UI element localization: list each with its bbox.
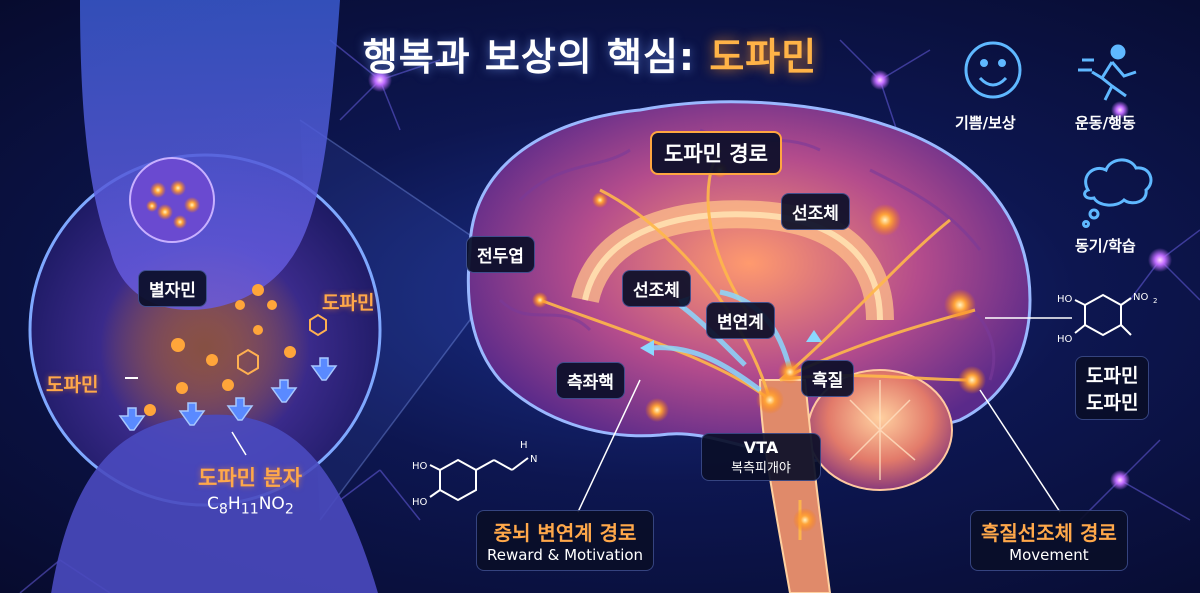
right-dopamine-labels: 도파민 도파민 <box>1075 356 1150 420</box>
icon-label-joy: 기쁨/보상 <box>955 114 1016 132</box>
mesolimbic-title: 중뇌 변연계 경로 <box>493 521 637 545</box>
title-prefix: 행복과 보상의 핵심: <box>362 35 710 79</box>
icon-label-movement: 운동/행동 <box>1075 114 1136 132</box>
vta-subtitle: 복측피개야 <box>731 461 791 476</box>
molecule-label: 도파민 분자 <box>198 466 302 490</box>
chemical-formula: C8H11NO2 <box>207 494 294 518</box>
thought-cloud-icon <box>1082 158 1153 228</box>
nigrostriatal-pathway-label: 흑질선조체 경로 Movement <box>970 510 1128 571</box>
left-atom-ho-bottom: HO <box>412 497 428 508</box>
title-highlight: 도파민 <box>709 35 818 79</box>
mesolimbic-pathway-label: 중뇌 변연계 경로 Reward & Motivation <box>476 510 655 571</box>
right-atom-ho-top: HO <box>1057 294 1073 305</box>
right-dopamine-label-2: 도파민 <box>1086 392 1139 414</box>
right-atom-no-sub: 2 <box>1153 297 1157 305</box>
substantia-nigra-label: 흑질 <box>801 360 855 397</box>
right-atom-no: NO <box>1133 292 1148 303</box>
left-atom-n: N <box>530 454 537 465</box>
left-atom-ho-top: HO <box>412 461 428 472</box>
nigrostriatal-subtitle: Movement <box>1009 546 1089 564</box>
dopamine-label-right: 도파민 <box>322 292 375 314</box>
left-atom-h: H <box>520 440 528 451</box>
icon-label-motivation: 동기/학습 <box>1075 237 1136 255</box>
vta-label: VTA 복측피개야 <box>701 433 821 481</box>
striatum-top-label: 선조체 <box>781 193 850 230</box>
mesolimbic-subtitle: Reward & Motivation <box>487 546 644 564</box>
frontal-lobe-label: 전두엽 <box>466 236 535 273</box>
nigrostriatal-title: 흑질선조체 경로 <box>981 521 1117 545</box>
running-icon <box>1078 44 1137 101</box>
vesicle-label: 별자민 <box>138 270 207 307</box>
page-title: 행복과 보상의 핵심: 도파민 <box>270 26 910 81</box>
nucleus-accumbens-label: 측좌핵 <box>556 362 625 399</box>
right-dopamine-label-1: 도파민 <box>1086 365 1139 387</box>
right-atom-ho-bottom: HO <box>1057 334 1073 345</box>
limbic-label: 변연계 <box>706 302 775 339</box>
pathway-title-label: 도파민 경로 <box>650 131 782 175</box>
striatum-inner-label: 선조체 <box>622 270 691 307</box>
smiley-icon <box>964 41 1022 99</box>
dopamine-label-left: 도파민 <box>46 374 99 396</box>
vta-title: VTA <box>743 438 779 457</box>
